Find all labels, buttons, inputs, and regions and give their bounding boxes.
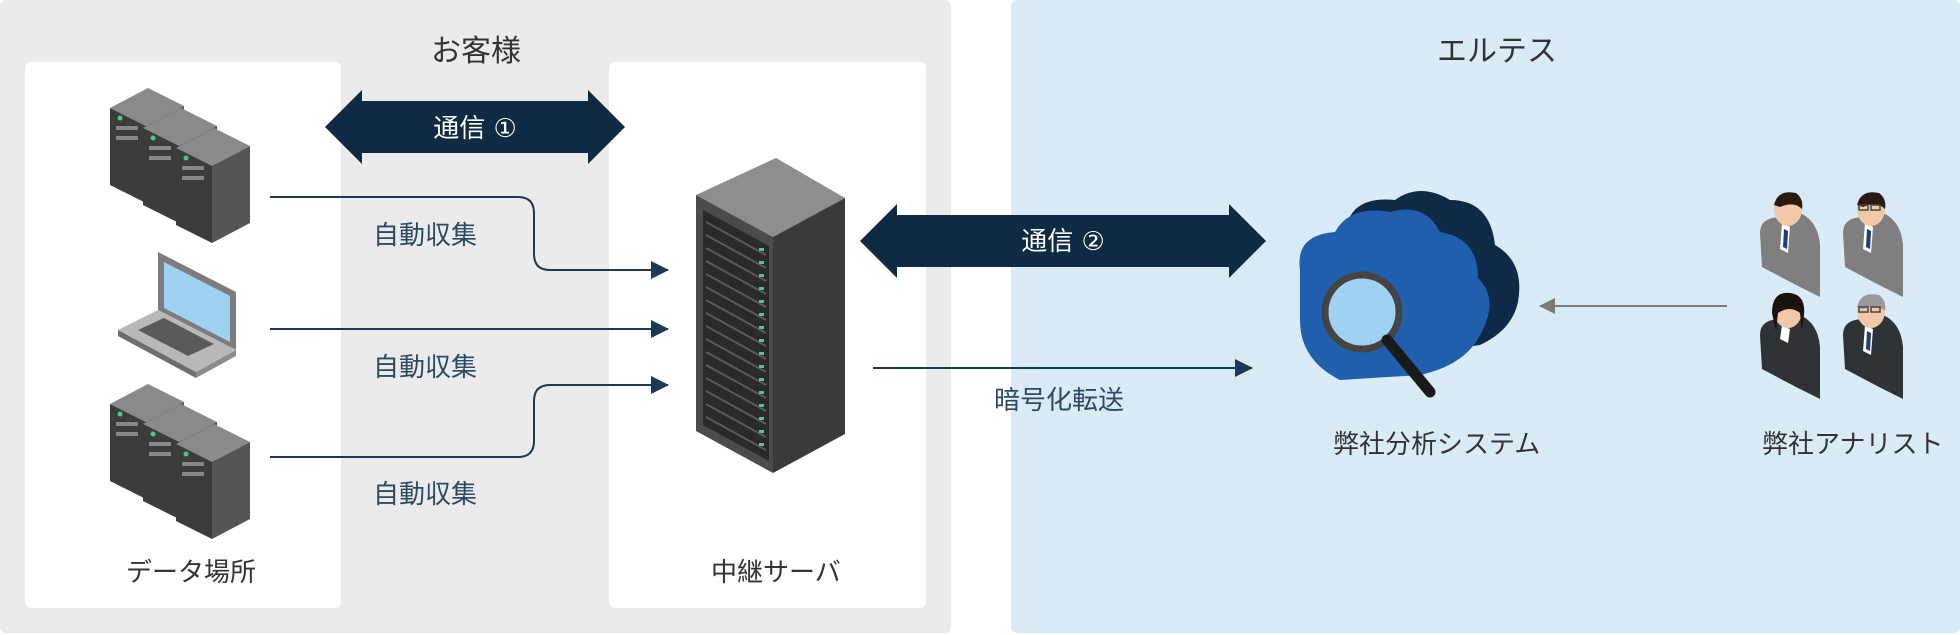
comm2-banner: 通信 ②	[860, 204, 1266, 278]
rack-slot	[705, 377, 767, 412]
auto-collect-label-1: 自動収集	[373, 221, 478, 251]
collect-connector-bottom	[270, 376, 669, 458]
data-location-label: データ場所	[126, 558, 257, 588]
collect-connector-top	[270, 196, 669, 279]
analyst-group-icon	[1760, 192, 1903, 399]
relay-server-label: 中継サーバ	[711, 558, 841, 588]
rack-slot	[705, 247, 767, 282]
rack-led	[759, 417, 764, 420]
analysts-label: 弊社アナリスト	[1762, 430, 1944, 460]
rack-led	[759, 391, 764, 394]
rack-slot	[705, 234, 767, 269]
server-stack-icon	[110, 88, 250, 243]
server-stack-icon	[110, 384, 250, 539]
rack-led	[759, 404, 764, 407]
comm1-banner: 通信 ①	[325, 90, 625, 164]
rack-slot	[705, 260, 767, 295]
encrypted-transfer-label: 暗号化転送	[994, 386, 1125, 416]
rack-slot	[705, 221, 767, 256]
rack-led	[759, 261, 764, 264]
rack-led	[759, 339, 764, 342]
customer-title: お客様	[431, 34, 521, 69]
rack-slot	[705, 312, 767, 347]
laptop-icon	[118, 252, 236, 378]
comm2-label: 通信 ②	[1021, 227, 1105, 257]
rack-led	[759, 443, 764, 446]
cloud-search-icon	[1299, 191, 1520, 398]
rack-slot	[705, 325, 767, 360]
rack-led	[759, 287, 764, 290]
rack-slot	[705, 286, 767, 321]
rack-led	[759, 352, 764, 355]
rack-led	[759, 274, 764, 277]
rack-slot	[705, 273, 767, 308]
rack-slot	[705, 364, 767, 399]
rack-led	[759, 313, 764, 316]
rack-slot	[705, 351, 767, 386]
rack-slot	[705, 416, 767, 451]
rack-server-icon	[696, 158, 845, 473]
rack-led	[759, 300, 764, 303]
auto-collect-label-2: 自動収集	[373, 353, 478, 383]
rack-led	[759, 248, 764, 251]
rack-led	[759, 430, 764, 433]
rack-led	[759, 378, 764, 381]
rack-slot	[705, 390, 767, 425]
comm1-label: 通信 ①	[433, 114, 517, 144]
rack-slot	[705, 299, 767, 334]
auto-collect-label-3: 自動収集	[373, 480, 478, 510]
rack-led	[759, 365, 764, 368]
rack-slot	[705, 403, 767, 438]
company-title: エルテス	[1437, 34, 1557, 69]
analysis-system-label: 弊社分析システム	[1333, 430, 1541, 460]
rack-slot	[705, 338, 767, 373]
rack-led	[759, 326, 764, 329]
